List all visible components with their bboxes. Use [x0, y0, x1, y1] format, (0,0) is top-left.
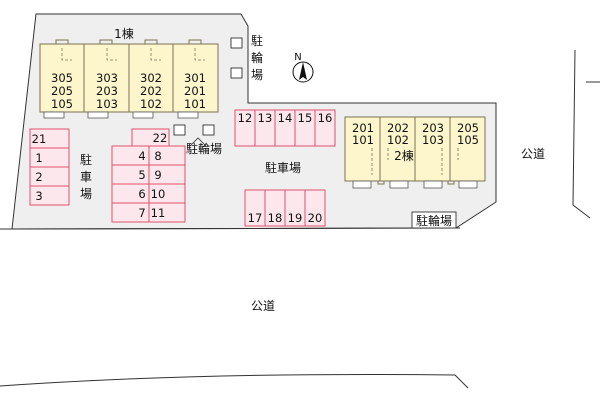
parking-slot-number: 18	[268, 211, 283, 225]
unit-number: 202	[387, 121, 409, 135]
parking-slot-number: 1	[35, 151, 42, 165]
parking-slot-number: 8	[154, 149, 161, 163]
unit-number: 105	[457, 133, 479, 147]
unit-number: 103	[422, 133, 444, 147]
unit-number: 301	[184, 71, 206, 85]
parking-slot	[148, 202, 186, 223]
parking-slot-number: 3	[35, 189, 42, 203]
public-road-label-south: 公道	[251, 299, 275, 313]
bicycle-parking-label-bottom: 駐輪場	[416, 213, 452, 228]
parking-slot-number: 9	[154, 168, 161, 182]
road-edge-upper	[0, 227, 461, 230]
parking-slot-number: 14	[278, 111, 293, 125]
compass-label: N	[294, 52, 301, 63]
parking-slot-number: 21	[32, 132, 47, 146]
bicycle-parking-label-vertical: 駐輪場	[251, 33, 263, 82]
unit-number: 201	[352, 121, 374, 135]
parking-slot-number: 20	[308, 211, 323, 225]
parking-slot-number: 12	[238, 111, 253, 125]
parking-slot-number: 16	[318, 111, 333, 125]
compass: N	[292, 52, 314, 83]
parking-slot-number: 10	[151, 187, 166, 201]
parking-slot-number: 4	[138, 149, 145, 163]
parking-slot-number: 19	[288, 211, 303, 225]
unit-number: 103	[96, 97, 118, 111]
parking-slot-number: 11	[151, 206, 166, 220]
unit-number: 303	[96, 71, 118, 85]
unit-number: 101	[184, 97, 206, 111]
public-road-label-east: 公道	[521, 147, 545, 161]
parking-label-vertical: 駐車場	[80, 152, 92, 201]
unit-number: 305	[51, 71, 73, 85]
bicycle-parking-label-center: 駐輪場	[186, 141, 222, 156]
road-edge-lower	[0, 373, 469, 389]
unit-number: 202	[140, 84, 162, 98]
parking-slot-number: 5	[138, 168, 145, 182]
unit-number: 102	[140, 97, 162, 111]
building-1-label: 1棟	[114, 26, 134, 41]
parking-slot-number: 13	[258, 111, 273, 125]
unit-number: 302	[140, 71, 162, 85]
unit-number: 205	[457, 121, 479, 135]
unit-number: 203	[422, 121, 444, 135]
parking-slot	[29, 185, 70, 206]
unit-number: 101	[352, 133, 374, 147]
parking-label-center: 駐車場	[265, 160, 301, 175]
parking-slot-number: 15	[298, 111, 313, 125]
unit-number: 102	[387, 133, 409, 147]
bicycle-racks	[173, 37, 243, 136]
unit-number: 203	[96, 84, 118, 98]
unit-number: 205	[51, 84, 73, 98]
parking-slot	[314, 109, 336, 147]
unit-number: 105	[51, 97, 73, 111]
building-2-label: 2棟	[394, 148, 414, 163]
parking-slot	[304, 189, 326, 227]
parking-slot-number: 2	[35, 170, 42, 184]
bicycle-parking-box-bottom: 駐輪場	[411, 211, 457, 229]
parking-slot-number: 6	[138, 187, 145, 201]
unit-number: 201	[184, 84, 206, 98]
parking-slot-number: 17	[248, 211, 263, 225]
road-edge-east-left	[572, 49, 591, 219]
parking-slot-number: 22	[153, 131, 168, 145]
parking-slot-number: 7	[138, 206, 145, 220]
